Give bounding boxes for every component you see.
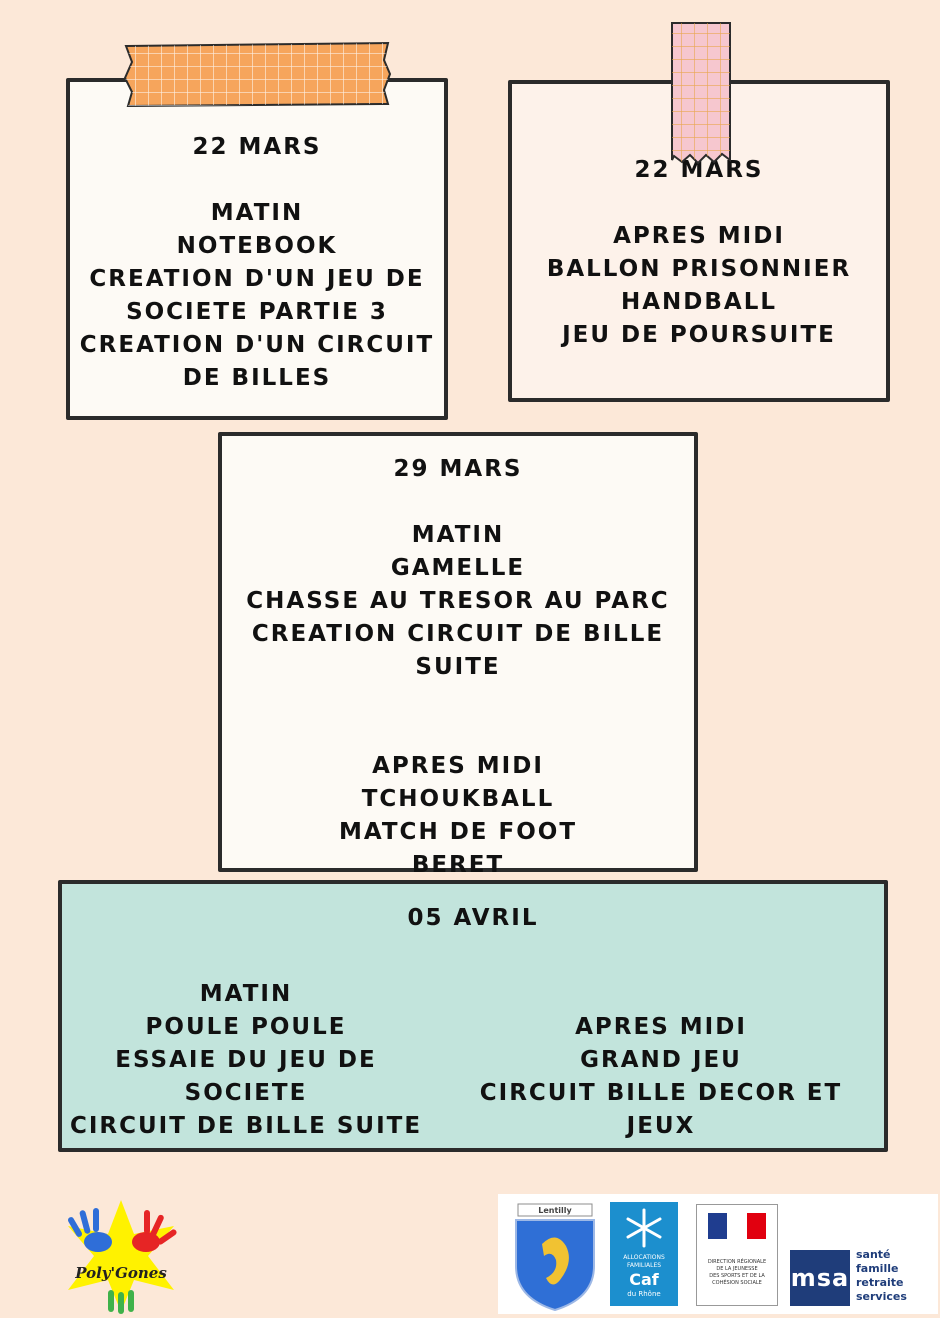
morning-column: MATIN POULE POULE ESSAIE DU JEU DE SOCIE… xyxy=(66,978,426,1143)
note-05-avril: 05 AVRIL MATIN POULE POULE ESSAIE DU JEU… xyxy=(58,880,888,1152)
ddjs-line: DES SPORTS ET DE LA xyxy=(709,1273,765,1279)
note-line: POULE POULE xyxy=(145,1014,347,1040)
note-line: SOCIETE PARTIE 3 xyxy=(126,299,388,325)
note-line: JEUX xyxy=(626,1113,696,1139)
lentilly-name: Lentilly xyxy=(538,1206,572,1215)
note-line: MATIN xyxy=(210,200,304,226)
note-line: CIRCUIT BILLE DECOR ET xyxy=(479,1080,843,1106)
note-line: GRAND JEU xyxy=(580,1047,742,1073)
ddjs-line: DE LA JEUNESSE xyxy=(716,1266,758,1272)
note-line: CIRCUIT DE BILLE SUITE xyxy=(69,1113,423,1139)
note-line: GAMELLE xyxy=(390,555,526,581)
note-line: MATIN xyxy=(199,981,293,1007)
afternoon-column: APRES MIDI GRAND JEU CIRCUIT BILLE DECOR… xyxy=(476,1011,846,1143)
note-line: SUITE xyxy=(415,654,501,680)
note-line: APRES MIDI xyxy=(372,753,544,779)
caf-line: du Rhône xyxy=(627,1290,661,1298)
ddjs-line: COHÉSION SOCIALE xyxy=(712,1280,762,1286)
note-date: 05 AVRIL xyxy=(407,905,539,931)
note-line: BERET xyxy=(411,852,505,878)
caf-logo: ALLOCATIONS FAMILIALES Caf du Rhône xyxy=(610,1202,678,1306)
msa-line: santé xyxy=(856,1248,891,1261)
note-date: 22 MARS xyxy=(192,134,322,160)
polygones-wordmark: Poly'Gones xyxy=(74,1264,167,1282)
note-22-mars-matin: 22 MARS MATIN NOTEBOOK CREATION D'UN JEU… xyxy=(66,78,448,420)
note-date: 29 MARS xyxy=(393,456,523,482)
note-line: NOTEBOOK xyxy=(176,233,338,259)
note-line: SOCIETE xyxy=(184,1080,308,1106)
note-line: CHASSE AU TRESOR AU PARC xyxy=(246,588,670,614)
partner-logos-strip: Lentilly ALLOCATIONS FAMILIALES Caf du R… xyxy=(498,1194,938,1314)
note-line: APRES MIDI xyxy=(613,223,785,249)
polygones-star-icon: Poly'Gones xyxy=(68,1200,177,1314)
msa-logo: msa santé famille retraite services xyxy=(790,1246,930,1306)
marianne-flag-icon xyxy=(708,1213,766,1239)
pink-tape-decoration xyxy=(671,22,731,165)
ddjs-line: DIRECTION RÉGIONALE xyxy=(707,1259,767,1265)
note-line: CREATION D'UN JEU DE xyxy=(89,266,425,292)
note-line: CREATION CIRCUIT DE BILLE xyxy=(251,621,665,647)
note-line: JEU DE POURSUITE xyxy=(562,322,836,348)
note-line: BALLON PRISONNIER xyxy=(546,256,852,282)
lentilly-coat-of-arms-icon: Lentilly xyxy=(515,1203,595,1312)
msa-line: services xyxy=(856,1290,907,1303)
caf-snowflake-icon xyxy=(626,1208,662,1248)
note-line: CREATION D'UN CIRCUIT xyxy=(79,332,435,358)
note-line: DE BILLES xyxy=(182,365,332,391)
msa-letters: msa xyxy=(790,1250,850,1306)
note-29-mars: 29 MARS MATIN GAMELLE CHASSE AU TRESOR A… xyxy=(218,432,698,878)
note-line: ESSAIE DU JEU DE xyxy=(115,1047,377,1073)
note-line: HANDBALL xyxy=(620,289,778,315)
msa-line: retraite xyxy=(856,1276,904,1289)
note-line: TCHOUKBALL xyxy=(361,786,555,812)
caf-line: Caf xyxy=(629,1270,659,1289)
ddjs-logo: DIRECTION RÉGIONALE DE LA JEUNESSE DES S… xyxy=(696,1204,778,1306)
msa-line: famille xyxy=(856,1262,899,1275)
polygones-logo: Poly'Gones xyxy=(62,1196,180,1314)
orange-tape-decoration xyxy=(123,41,392,108)
caf-line: FAMILIALES xyxy=(626,1262,662,1269)
caf-line: ALLOCATIONS xyxy=(623,1254,665,1261)
note-line: MATCH DE FOOT xyxy=(338,819,578,845)
note-line: APRES MIDI xyxy=(575,1014,747,1040)
note-line: MATIN xyxy=(411,522,505,548)
